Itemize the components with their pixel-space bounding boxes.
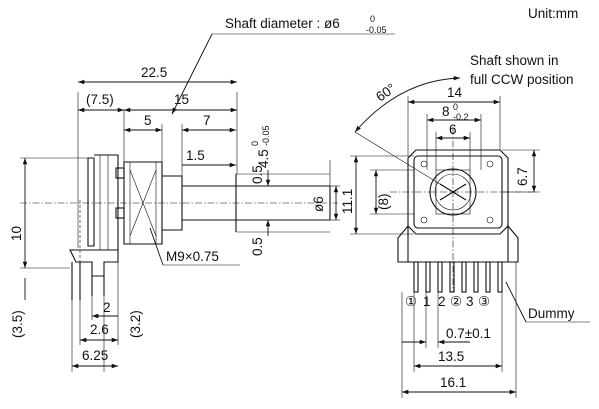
svg-text:full CCW position: full CCW position	[470, 72, 574, 87]
dim-8-paren: (8)	[376, 194, 391, 211]
dim-0-5-top: 0.5	[250, 165, 265, 184]
dim-2: 2	[103, 300, 111, 315]
dim-15: 15	[174, 92, 189, 107]
dim-2-6: 2.6	[90, 322, 109, 337]
terminals	[413, 261, 503, 293]
dim-4-5: 4.5	[256, 149, 271, 168]
term-label-1c: ①	[405, 294, 417, 309]
dim-22-5: 22.5	[141, 65, 167, 80]
thread-label: M9×0.75	[166, 249, 219, 264]
svg-text:-0.05: -0.05	[366, 25, 387, 35]
dim-pitch: 0.7±0.1	[446, 326, 491, 341]
dim-6-25: 6.25	[82, 348, 108, 363]
term-label-3c: ③	[478, 294, 490, 309]
dim-10: 10	[9, 226, 24, 241]
dim-shaft-dia: ø6	[311, 196, 326, 212]
view-note: Shaft shown in full CCW position	[470, 53, 574, 87]
dim-11-1: 11.1	[340, 189, 355, 214]
dim-6-7: 6.7	[515, 167, 530, 186]
svg-text:Shaft diameter : ø6: Shaft diameter : ø6	[225, 16, 340, 31]
side-view: 22.5 (7.5) 15 5 7 1.5 4.5 0 -0.05 0.5 0.…	[9, 65, 340, 372]
term-label-2: 2	[438, 294, 446, 309]
dim-7-5: (7.5)	[86, 92, 114, 107]
svg-text:Shaft shown in: Shaft shown in	[470, 53, 559, 68]
term-label-2c: ②	[450, 294, 462, 309]
svg-text:-0.2: -0.2	[453, 112, 469, 122]
dim-16-1: 16.1	[440, 375, 466, 390]
term-label-1: 1	[423, 294, 431, 309]
dummy-label: Dummy	[528, 306, 575, 321]
svg-text:0: 0	[370, 14, 375, 24]
shaft-diameter-note: Shaft diameter : ø6 0 -0.05	[171, 14, 395, 115]
dim-7: 7	[203, 113, 211, 128]
dim-14: 14	[447, 85, 463, 100]
svg-text:-0.05: -0.05	[261, 125, 271, 146]
dim-1-5: 1.5	[186, 148, 205, 163]
unit-label: Unit:mm	[528, 6, 578, 21]
term-label-3: 3	[466, 294, 474, 309]
front-view: ① 1 2 ② 3 ③ Dummy 60° 14 8 0 -0.2 6	[340, 76, 590, 398]
dim-5: 5	[144, 113, 152, 128]
dim-6: 6	[449, 122, 457, 137]
dim-0-5-bottom: 0.5	[250, 237, 265, 256]
dim-3-2: (3.2)	[128, 310, 143, 338]
svg-text:0: 0	[453, 102, 458, 112]
dim-13-5: 13.5	[438, 349, 464, 364]
dim-3-5: (3.5)	[10, 310, 25, 338]
dim-8: 8	[442, 104, 450, 119]
svg-text:0: 0	[250, 141, 260, 146]
angle-label: 60°	[373, 80, 398, 104]
